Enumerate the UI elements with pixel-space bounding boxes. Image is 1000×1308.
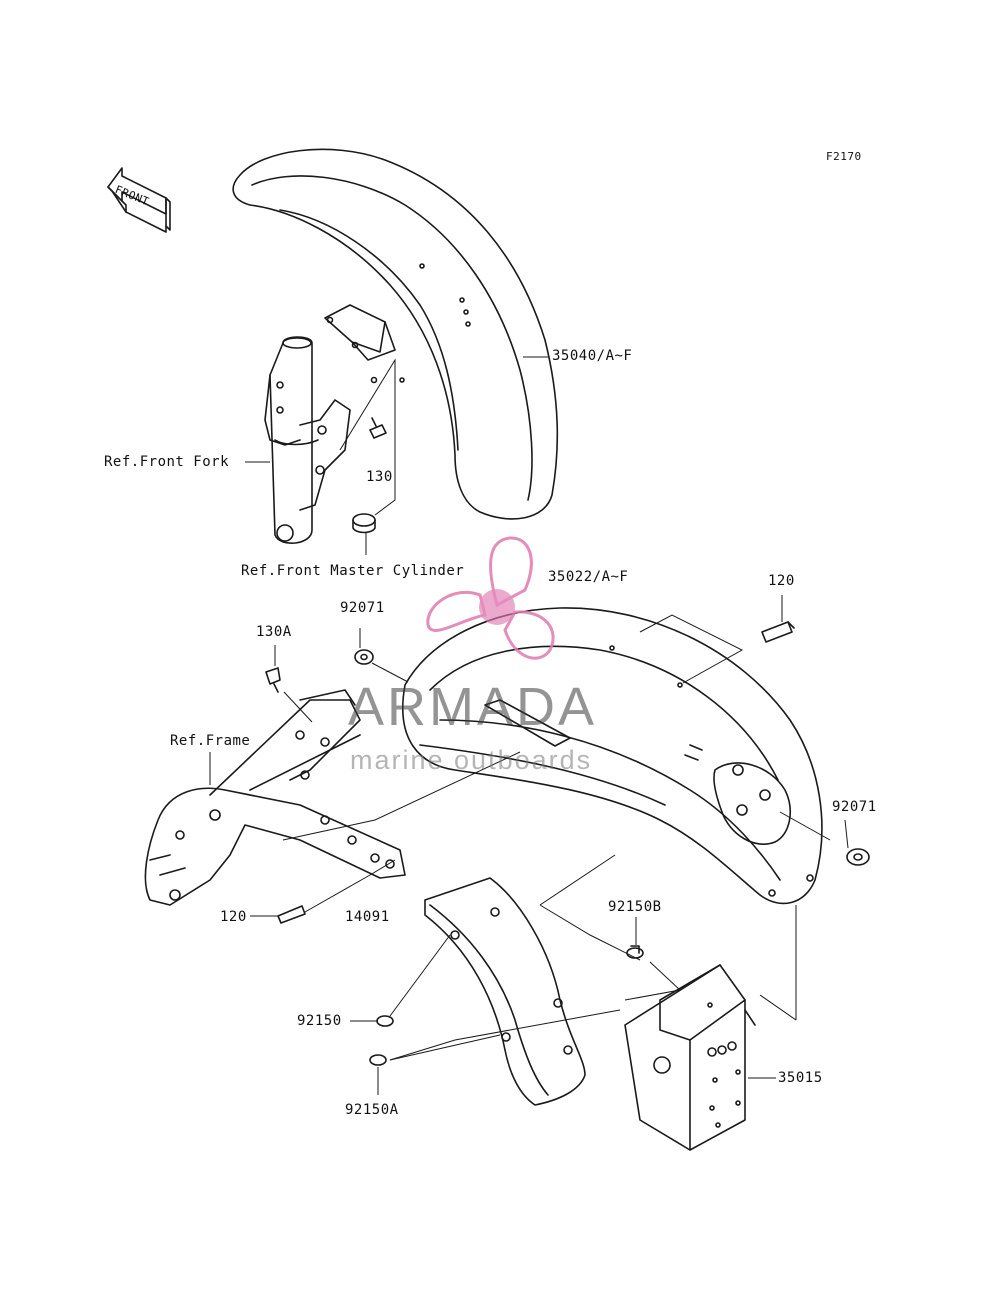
watermark-brand: ARMADA bbox=[348, 677, 598, 737]
label-92150: 92150 bbox=[297, 1013, 342, 1029]
label-130A: 130A bbox=[256, 624, 292, 640]
license-bracket-35015 bbox=[624, 964, 756, 1151]
label-130: 130 bbox=[366, 469, 393, 485]
label-120-bottom: 120 bbox=[220, 909, 247, 925]
grommet-92071-top bbox=[354, 649, 374, 665]
collar-master-cylinder bbox=[352, 513, 376, 534]
bolt-92150A bbox=[369, 1054, 387, 1066]
figure-code: F2170 bbox=[826, 150, 862, 163]
propeller-logo-icon bbox=[426, 536, 555, 660]
rear-fender-35022 bbox=[402, 607, 823, 905]
bolt-130 bbox=[369, 417, 387, 439]
bolt-120-top bbox=[761, 621, 795, 643]
leader-lines bbox=[209, 356, 849, 1095]
label-ref-frame: Ref.Frame bbox=[170, 733, 251, 749]
label-35015: 35015 bbox=[778, 1070, 823, 1086]
label-ref-front-fork: Ref.Front Fork bbox=[104, 454, 230, 470]
bolt-130A bbox=[265, 667, 281, 693]
bolt-92150B bbox=[626, 945, 644, 959]
watermark-tagline: marine outboards bbox=[350, 745, 593, 775]
bolt-120-bottom bbox=[277, 905, 306, 924]
label-92071-top: 92071 bbox=[340, 600, 385, 616]
label-14091: 14091 bbox=[345, 909, 390, 925]
label-35040: 35040/A~F bbox=[552, 348, 633, 364]
label-35022: 35022/A~F bbox=[548, 569, 629, 585]
label-92150A: 92150A bbox=[345, 1102, 399, 1118]
frame-rail bbox=[144, 689, 406, 906]
front-fender-35040 bbox=[232, 148, 559, 520]
grommet-92071-right bbox=[846, 848, 870, 866]
label-92150B: 92150B bbox=[608, 899, 662, 915]
rear-inner-fender bbox=[424, 877, 586, 1106]
front-direction-arrow bbox=[107, 167, 171, 233]
front-fork-tube bbox=[264, 336, 351, 544]
label-ref-front-master-cylinder: Ref.Front Master Cylinder bbox=[241, 563, 465, 579]
label-92071-right: 92071 bbox=[832, 799, 877, 815]
label-120-top: 120 bbox=[768, 573, 795, 589]
bolt-92150 bbox=[376, 1015, 394, 1027]
